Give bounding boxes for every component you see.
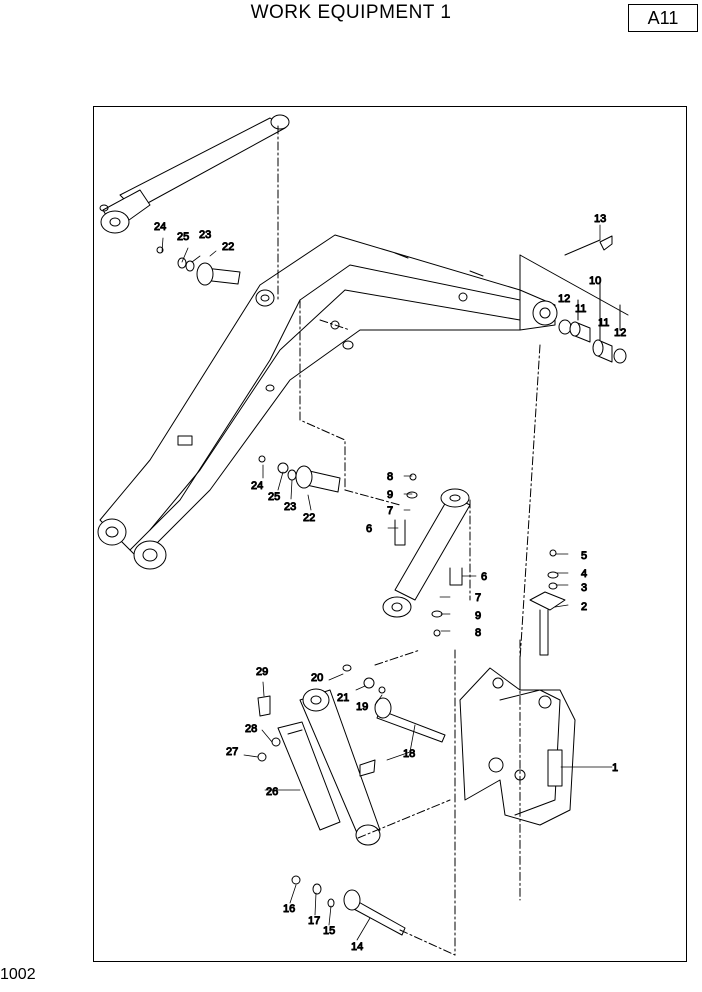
callout-24b: 24 (251, 480, 263, 492)
callout-6b: 6 (481, 571, 487, 583)
callout-27: 27 (226, 746, 238, 758)
callout-2: 2 (581, 601, 587, 613)
callout-7b: 7 (475, 592, 481, 604)
callout-12b: 12 (614, 327, 626, 339)
callout-5: 5 (581, 550, 587, 562)
callout-labels: 1 2 3 4 5 6 6 7 7 8 8 9 9 10 11 11 12 12… (154, 213, 627, 954)
callout-10: 10 (589, 275, 601, 287)
callout-12a: 12 (558, 293, 570, 305)
callout-20: 20 (311, 672, 323, 684)
bushing-bracket-lines (519, 239, 629, 341)
callout-13: 13 (594, 213, 606, 225)
callout-17: 17 (308, 915, 320, 927)
callout-11b: 11 (598, 317, 609, 329)
hardware (156, 246, 559, 908)
bushings (558, 235, 627, 364)
swing-cylinder (299, 688, 381, 846)
callout-21: 21 (337, 692, 349, 704)
page-title: WORK EQUIPMENT 1 (250, 2, 452, 23)
callout-16: 16 (283, 903, 295, 915)
callout-18: 18 (403, 748, 415, 760)
page-id-box: A11 (628, 4, 698, 32)
center-lines (277, 125, 541, 956)
callout-19: 19 (356, 701, 368, 713)
callout-22b: 22 (303, 512, 315, 524)
callout-9b: 9 (475, 610, 481, 622)
callout-9a: 9 (387, 489, 393, 501)
callout-3: 3 (581, 582, 587, 594)
callout-25a: 25 (177, 231, 189, 243)
callout-24a: 24 (154, 221, 166, 233)
callout-25b: 25 (268, 491, 280, 503)
callout-4: 4 (581, 568, 587, 580)
footer-code: 1002 (0, 966, 36, 983)
callout-7a: 7 (387, 505, 393, 517)
swing-bracket (459, 667, 576, 826)
cover-plate (277, 721, 341, 831)
callout-15: 15 (323, 925, 335, 937)
boom-cylinder (99, 114, 290, 234)
callout-22a: 22 (222, 241, 234, 253)
boom (97, 234, 558, 570)
callout-29: 29 (256, 666, 268, 678)
callout-23a: 23 (199, 229, 211, 241)
callout-26: 26 (266, 786, 278, 798)
diagram-frame (93, 106, 687, 962)
callout-1: 1 (612, 762, 618, 774)
callout-6a: 6 (366, 523, 372, 535)
pins (196, 262, 566, 936)
callout-28: 28 (245, 723, 257, 735)
callout-23b: 23 (284, 501, 296, 513)
arm-cylinder (382, 488, 471, 618)
callout-14: 14 (351, 941, 363, 953)
leader-lines (161, 224, 613, 941)
callout-11a: 11 (575, 303, 586, 315)
callout-8a: 8 (387, 471, 393, 483)
callout-8b: 8 (475, 627, 481, 639)
